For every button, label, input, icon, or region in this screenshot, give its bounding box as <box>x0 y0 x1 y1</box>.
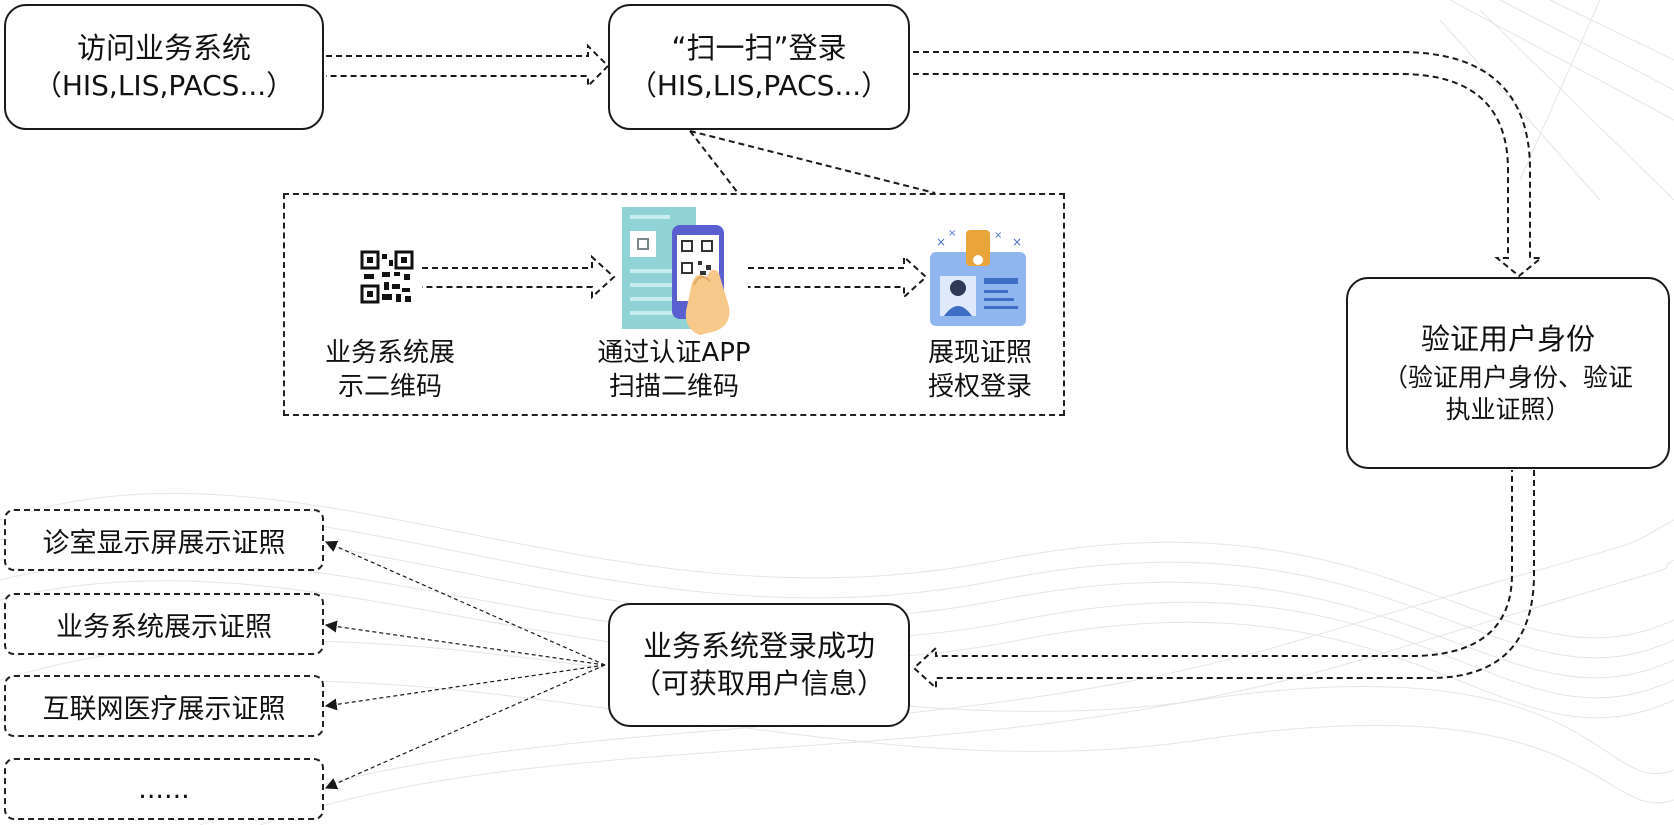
step2-caption: 通过认证APP 扫描二维码 <box>574 336 774 404</box>
arrow-success-to-display-1 <box>324 540 606 666</box>
access-business-system-box: 访问业务系统 （HIS,LIS,PACS...） <box>4 4 324 130</box>
display-more: ...... <box>4 758 324 820</box>
display-business-system: 业务系统展示证照 <box>4 593 324 655</box>
id-card-icon: × × × × <box>930 228 1026 326</box>
display-label: 业务系统展示证照 <box>56 611 272 643</box>
display-label: 互联网医疗展示证照 <box>42 693 286 725</box>
access-title: 访问业务系统 <box>76 31 251 65</box>
display-label: ...... <box>138 773 190 805</box>
display-internet-medical: 互联网医疗展示证照 <box>4 675 324 737</box>
arrow-access-to-scan <box>326 43 610 89</box>
step3-caption: 展现证照 授权登录 <box>900 336 1060 404</box>
svg-text:×: × <box>948 228 956 239</box>
scan-login-subtitle: （HIS,LIS,PACS...） <box>628 69 890 102</box>
access-subtitle: （HIS,LIS,PACS...） <box>33 69 295 102</box>
scan-login-box: “扫一扫”登录 （HIS,LIS,PACS...） <box>608 4 910 130</box>
svg-text:×: × <box>1012 235 1022 249</box>
arrow-qr-to-phone <box>422 254 616 300</box>
scan-detail-panel <box>283 193 1065 416</box>
verify-identity-box: 验证用户身份 （验证用户身份、验证 执业证照） <box>1346 277 1670 469</box>
arrow-success-to-display-2 <box>324 620 606 666</box>
step1-line1: 业务系统展 <box>324 338 455 368</box>
step3-line1: 展现证照 <box>927 338 1032 368</box>
success-subtitle: （可获取用户信息） <box>632 667 885 700</box>
success-title: 业务系统登录成功 <box>642 629 875 663</box>
callout-line-right <box>689 130 936 194</box>
verify-title: 验证用户身份 <box>1420 322 1595 356</box>
step1-line2: 示二维码 <box>337 372 442 402</box>
arrow-verify-to-success <box>912 470 1535 691</box>
step3-line2: 授权登录 <box>927 372 1032 402</box>
step2-line2: 扫描二维码 <box>608 372 739 402</box>
verify-detail-1: （验证用户身份、验证 <box>1382 363 1633 392</box>
phone-scan-icon <box>622 207 730 335</box>
login-success-box: 业务系统登录成功 （可获取用户信息） <box>608 603 910 727</box>
arrow-scan-to-verify <box>913 51 1544 278</box>
svg-text:×: × <box>994 230 1002 241</box>
arrow-success-to-display-3 <box>324 664 606 711</box>
display-label: 诊室显示屏展示证照 <box>42 527 286 559</box>
callout-line-left <box>689 130 739 194</box>
svg-text:×: × <box>936 235 946 249</box>
arrow-success-to-display-4 <box>324 664 606 790</box>
display-clinic-screen: 诊室显示屏展示证照 <box>4 509 324 571</box>
qr-code-icon <box>360 250 414 304</box>
step2-line1: 通过认证APP <box>597 338 751 368</box>
step1-caption: 业务系统展 示二维码 <box>300 336 480 404</box>
arrow-phone-to-card <box>748 254 928 300</box>
scan-login-title: “扫一扫”登录 <box>671 31 847 65</box>
verify-detail-2: 执业证照） <box>1445 395 1571 424</box>
